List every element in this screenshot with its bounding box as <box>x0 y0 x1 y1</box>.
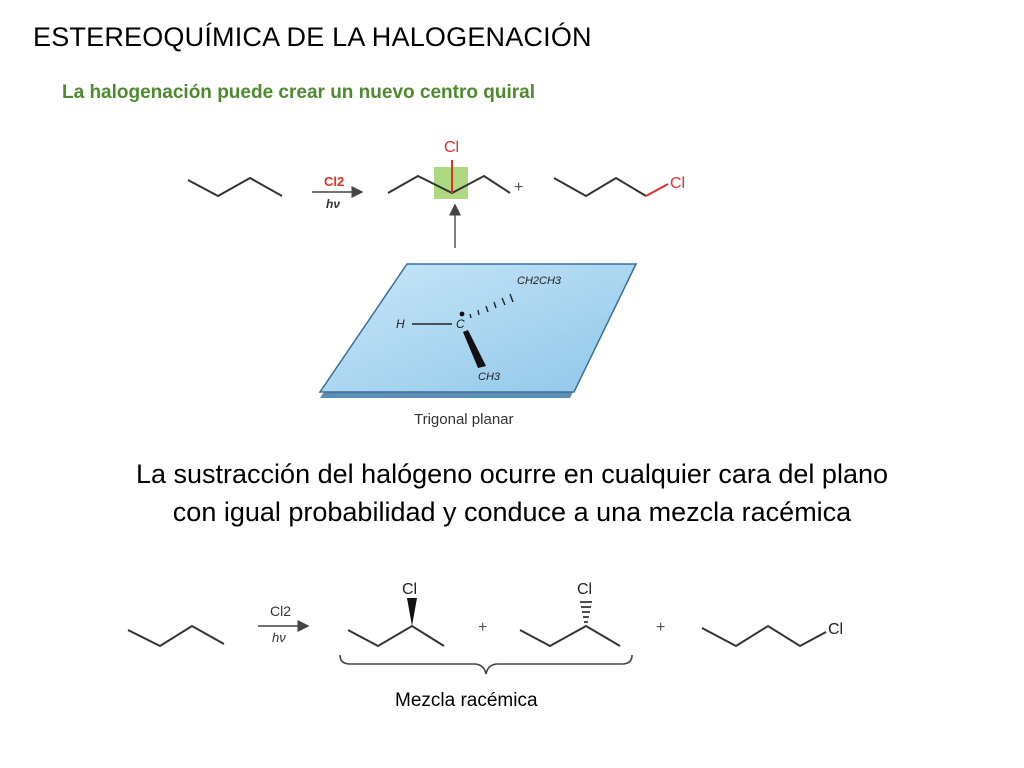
racemic-mixture-label: Mezcla racémica <box>395 690 538 711</box>
plus-sign-bottom-1: + <box>478 619 487 636</box>
substituent-ethyl: CH2CH3 <box>517 275 562 287</box>
substituent-methyl: CH3 <box>478 371 501 383</box>
plus-sign-top: + <box>514 179 523 196</box>
radical-dot <box>459 311 465 317</box>
butane-reactant-bottom <box>127 624 225 648</box>
reaction-arrow-bottom: Cl2 hν <box>258 603 310 645</box>
enantiomer-1: Cl <box>347 581 445 648</box>
enantiomer1-wedge <box>407 598 417 626</box>
slide-subtitle: La halogenación puede crear un nuevo cen… <box>62 82 535 103</box>
explanation-text: La sustracción del halógeno ocurre en cu… <box>40 455 984 531</box>
hashed-bond <box>469 293 514 319</box>
reagent-cl2-top: Cl2 <box>324 174 344 189</box>
reagent-cl2-bottom: Cl2 <box>270 603 291 619</box>
wedge-bond <box>463 330 486 368</box>
enantiomer1-cl-label: Cl <box>402 581 417 598</box>
substituent-h: H <box>396 317 405 331</box>
product1-cl-label-top: Cl <box>444 139 459 156</box>
trigonal-planar-caption: Trigonal planar <box>414 411 514 428</box>
plus-sign-bottom-2: + <box>656 619 665 636</box>
condition-hv-bottom: hν <box>272 630 286 645</box>
plane-shape <box>318 263 638 393</box>
slide-title: ESTEREOQUÍMICA DE LA HALOGENACIÓN <box>33 22 592 52</box>
explanation-line-2: con igual probabilidad y conduce a una m… <box>172 497 852 527</box>
butane-reactant-top <box>187 176 283 198</box>
product2-cl-label-top: Cl <box>670 175 685 192</box>
trigonal-planar-radical: H C CH2CH3 CH3 Trigonal planar <box>318 263 638 428</box>
center-carbon: C <box>456 317 465 331</box>
enantiomer2-cl-label: Cl <box>577 581 592 598</box>
1-chlorobutane-top: Cl <box>553 175 685 198</box>
condition-hv-top: hν <box>326 197 340 211</box>
enantiomer-2: Cl <box>519 581 621 648</box>
1-chlorobutane-bottom: Cl <box>701 621 843 648</box>
reaction-arrow-top: Cl2 hν <box>312 174 364 211</box>
enantiomer2-hash <box>580 601 592 623</box>
chloro-product-top: Cl <box>387 139 511 248</box>
product3-cl-label: Cl <box>828 621 843 638</box>
explanation-line-1: La sustracción del halógeno ocurre en cu… <box>136 459 888 489</box>
racemic-brace <box>339 654 633 675</box>
